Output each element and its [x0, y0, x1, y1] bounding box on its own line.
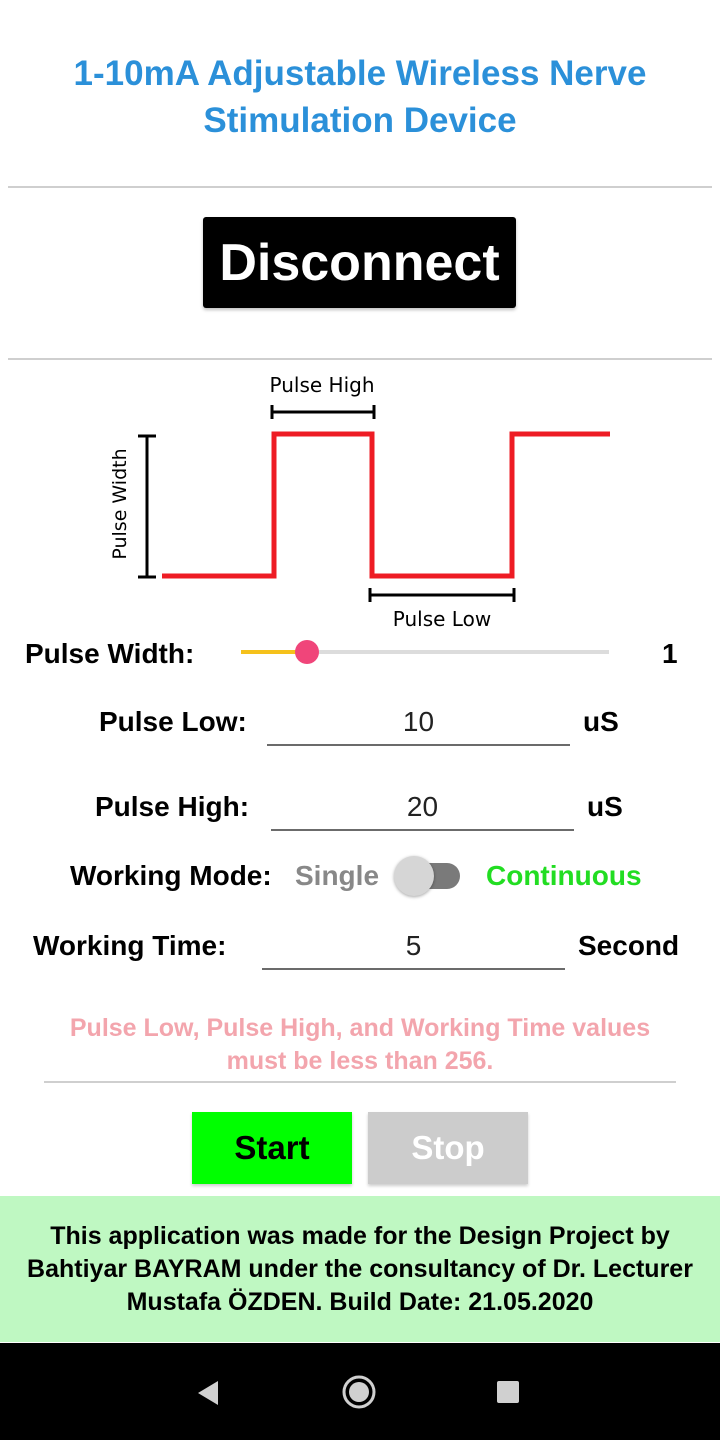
pulse-high-unit: uS	[587, 791, 623, 822]
slider-track[interactable]	[307, 650, 609, 654]
system-navigation-bar	[0, 1343, 720, 1440]
working-mode-switch-thumb[interactable]	[394, 856, 434, 896]
pulse-low-input[interactable]	[267, 700, 570, 746]
working-time-label: Working Time:	[33, 930, 227, 961]
app-title: 1-10mA Adjustable Wireless Nerve Stimula…	[73, 54, 647, 140]
pulse-width-label: Pulse Width:	[25, 638, 195, 669]
square-wave	[162, 431, 610, 579]
pulse-high-input[interactable]	[271, 785, 574, 831]
home-circle-icon[interactable]	[340, 1373, 378, 1411]
pulse-high-bracket	[270, 405, 376, 419]
value-limit-warning: Pulse Low, Pulse High, and Working Time …	[69, 1014, 651, 1075]
pulse-width-diagram-label: Pulse Width	[109, 448, 131, 559]
pulse-width-bracket	[138, 434, 156, 579]
pulse-high-diagram-label: Pulse High	[270, 373, 375, 397]
working-time-input[interactable]	[262, 924, 565, 970]
pulse-low-diagram-label: Pulse Low	[393, 607, 491, 631]
working-time-unit: Second	[578, 930, 680, 961]
divider	[8, 358, 712, 360]
credits-footer: This application was made for the Design…	[0, 1196, 720, 1342]
mode-continuous-label: Continuous	[486, 860, 642, 891]
disconnect-button[interactable]: Disconnect	[203, 217, 516, 308]
divider	[8, 186, 712, 188]
mode-single-label: Single	[295, 860, 380, 891]
divider	[44, 1081, 676, 1083]
pulse-width-slider-thumb[interactable]	[295, 640, 320, 664]
stop-button[interactable]: Stop	[368, 1112, 528, 1184]
pulse-width-value: 1	[662, 638, 678, 669]
recents-square-icon[interactable]	[497, 1381, 519, 1403]
working-mode-label: Working Mode:	[70, 860, 272, 891]
pulse-low-unit: uS	[583, 706, 619, 737]
back-triangle-icon[interactable]	[196, 1380, 222, 1406]
pulse-high-label: Pulse High:	[95, 791, 250, 822]
slider-fill	[241, 650, 308, 654]
start-button[interactable]: Start	[192, 1112, 352, 1184]
pulse-low-bracket	[368, 588, 516, 602]
credits-text: This application was made for the Design…	[27, 1221, 693, 1316]
pulse-low-label: Pulse Low:	[99, 706, 247, 737]
pulse-diagram: Pulse High Pulse Width Pulse Low	[109, 373, 610, 631]
